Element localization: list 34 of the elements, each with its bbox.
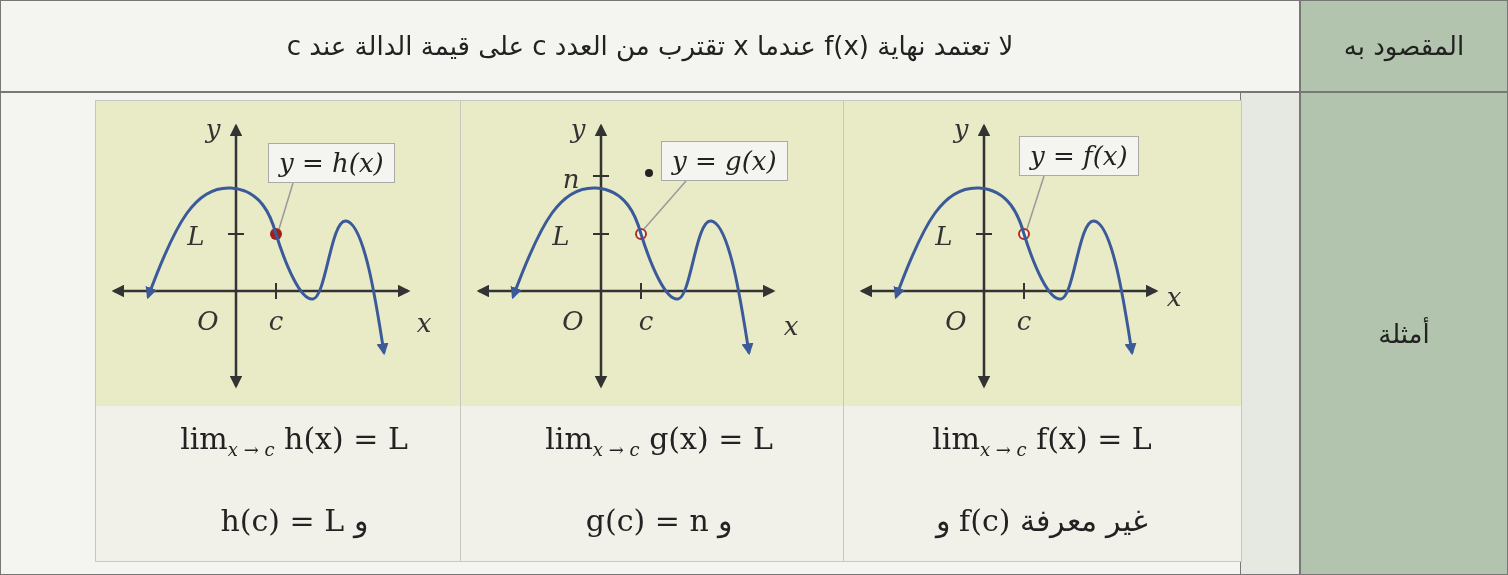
axis-label: x <box>1166 284 1182 310</box>
callout-box: y = h(x) <box>268 143 395 183</box>
limit-formula: lim$_{x → c}$ h(x) = L <box>180 421 408 461</box>
tick-label: c <box>638 308 654 334</box>
definition-text: لا تعتمد نهاية f(x) عندما x تقترب من العدد c على قيمة الدالة عند c <box>286 31 1014 61</box>
value-statement: h(c) = L و <box>220 503 368 539</box>
tick-label: L <box>935 223 953 249</box>
leader-line <box>1026 175 1045 230</box>
value-statement: و f(c) غير معرفة <box>935 503 1149 539</box>
leader-line <box>643 180 687 230</box>
header-text: أمثلة <box>1378 318 1430 349</box>
tick-label: L <box>552 223 570 249</box>
origin-label: O <box>197 308 219 334</box>
axis-label: y <box>205 116 221 142</box>
tick-label: n <box>562 166 580 192</box>
axis-label: y <box>570 116 586 142</box>
axis-label: y <box>953 116 969 142</box>
callout-box: y = g(x) <box>661 141 788 181</box>
origin-label: O <box>945 308 967 334</box>
curve <box>510 186 754 356</box>
limit-formula: lim$_{x → c}$ g(x) = L <box>545 421 773 461</box>
limit-formula: lim$_{x → c}$ f(x) = L <box>932 421 1152 461</box>
curve <box>893 186 1137 356</box>
axis-label: x <box>416 310 432 336</box>
origin-label: O <box>562 308 584 334</box>
axis-label: x <box>783 313 799 339</box>
tick-label: L <box>187 223 205 249</box>
tick-label: c <box>1016 308 1032 334</box>
value-statement: g(c) = n و <box>585 503 733 539</box>
tick-label: c <box>268 308 284 334</box>
header-text: المقصود به <box>1343 31 1465 61</box>
callout-box: y = f(x) <box>1019 136 1139 176</box>
leader-line <box>278 182 294 230</box>
curve <box>145 186 389 356</box>
